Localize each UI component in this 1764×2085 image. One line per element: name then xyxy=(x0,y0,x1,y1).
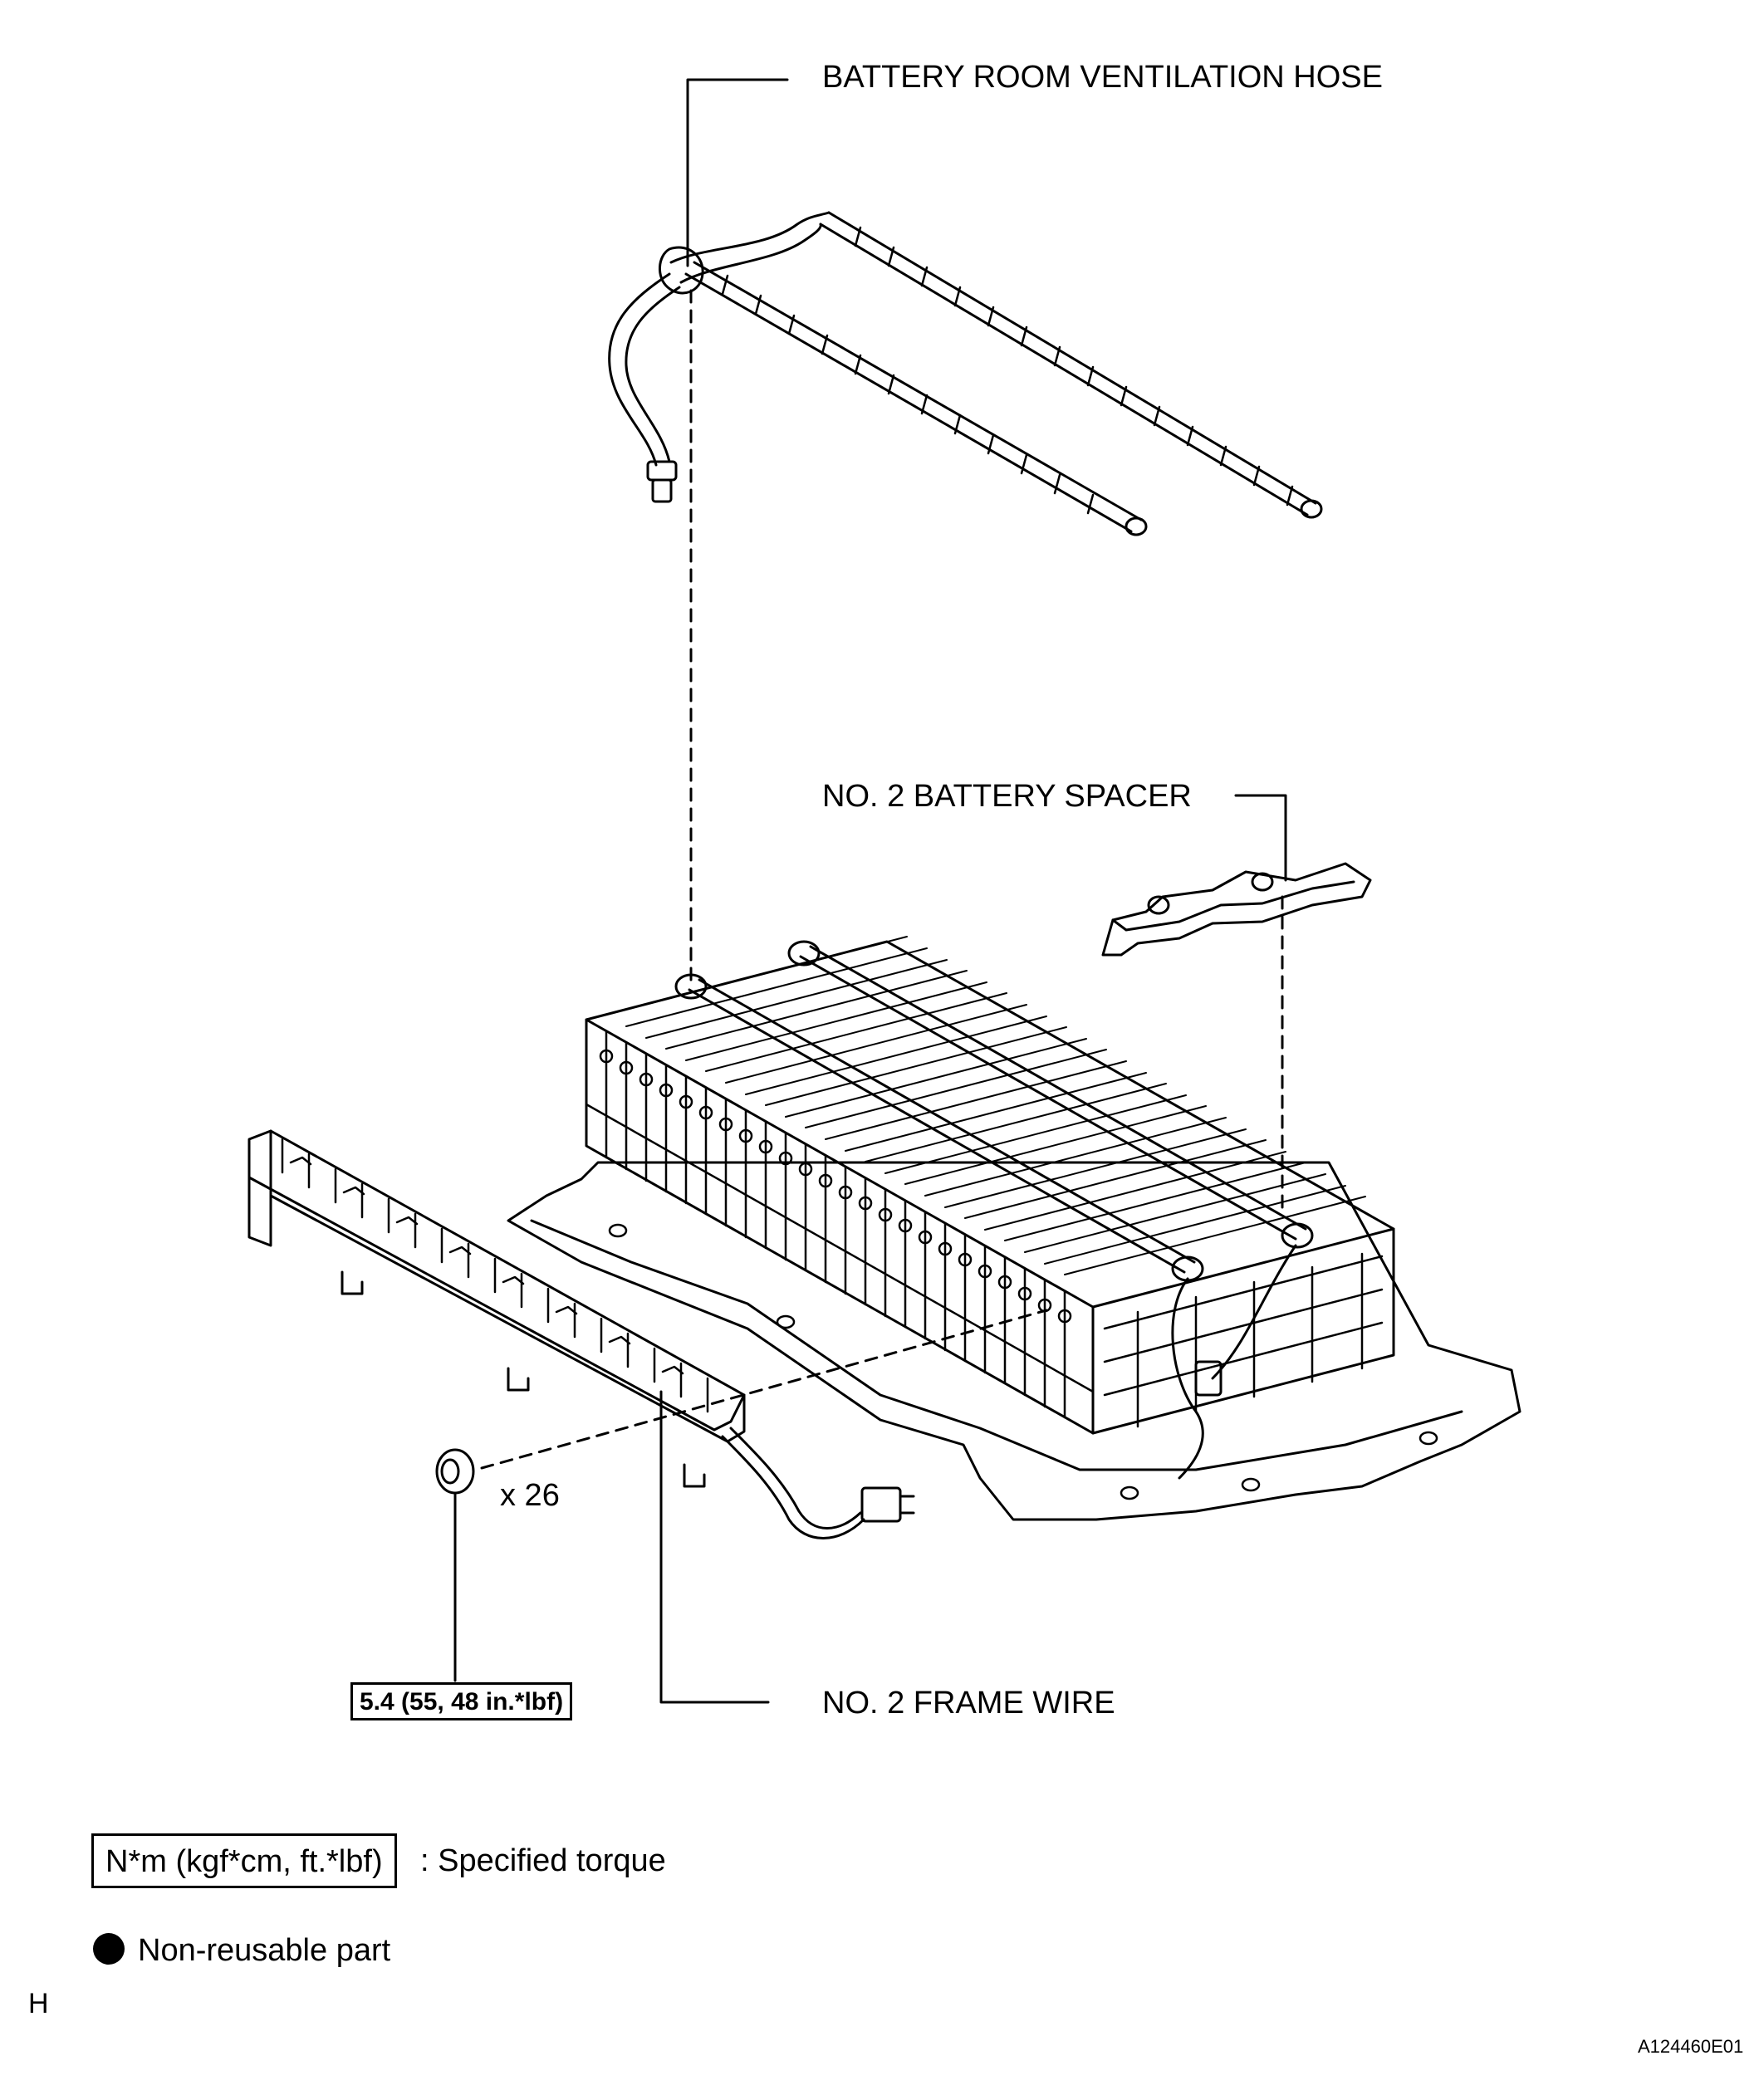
label-frame-wire: NO. 2 FRAME WIRE xyxy=(822,1686,1115,1720)
nut-icon xyxy=(435,1448,475,1495)
leader-battery-spacer xyxy=(1234,794,1287,882)
leader-lines xyxy=(453,78,1287,1704)
ventilation-hose xyxy=(608,211,1323,536)
leader-frame-wire xyxy=(659,1390,770,1704)
legend-torque-desc: : Specified torque xyxy=(420,1843,666,1878)
label-battery-spacer: NO. 2 BATTERY SPACER xyxy=(822,779,1192,814)
footer-code: H xyxy=(28,1988,49,2019)
leader-ventilation-hose xyxy=(686,78,789,267)
battery-block xyxy=(507,936,1521,1521)
figure-id: A124460E01 xyxy=(1638,2036,1744,2057)
battery-spacer xyxy=(1101,862,1372,957)
assembly-lines xyxy=(480,289,1284,1470)
frame-wire xyxy=(247,1129,915,1539)
label-nut-quantity: x 26 xyxy=(500,1478,560,1513)
label-ventilation-hose: BATTERY ROOM VENTILATION HOSE xyxy=(822,60,1383,95)
torque-spec-box: 5.4 (55, 48 in.*lbf) xyxy=(350,1682,573,1720)
non-reusable-dot-icon xyxy=(93,1933,125,1965)
legend-non-reusable: Non-reusable part xyxy=(138,1933,391,1968)
legend-torque-box: N*m (kgf*cm, ft.*lbf) xyxy=(91,1833,397,1888)
